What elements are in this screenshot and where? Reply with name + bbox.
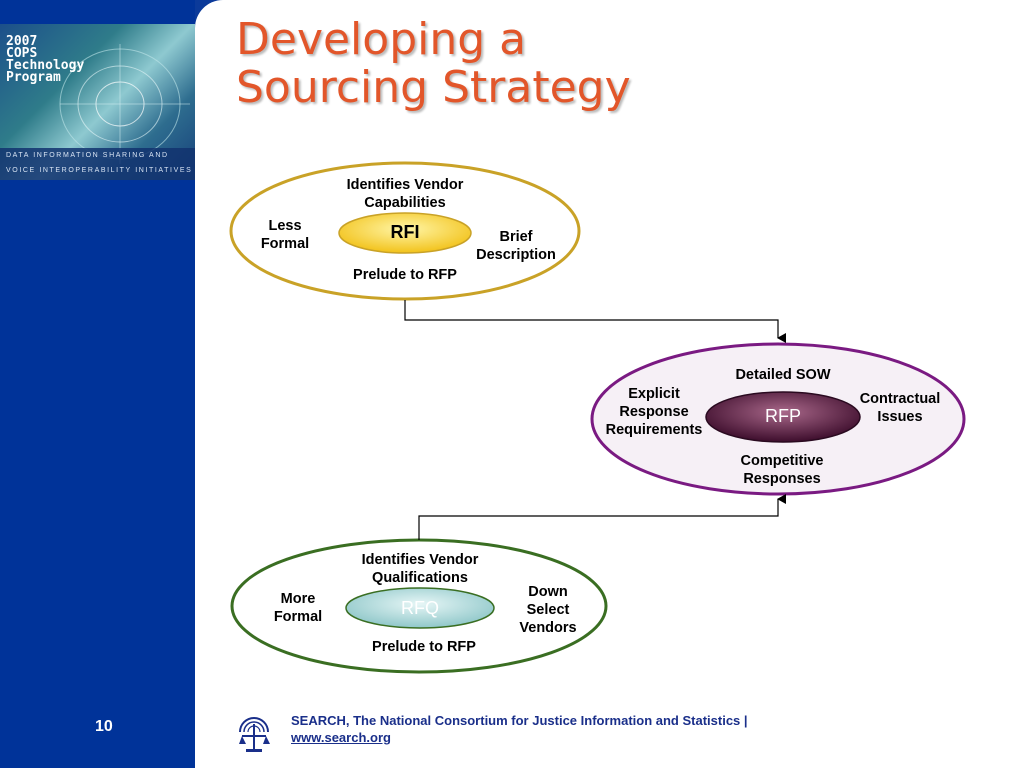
rfp-bottom-line2: Responses <box>743 471 821 487</box>
rfi-top-line1: Identifies Vendor <box>346 177 464 193</box>
search-seal-icon <box>239 717 270 752</box>
rfi-right-line1: Brief <box>499 229 533 245</box>
rfq-top-line2: Qualifications <box>372 570 468 586</box>
rfp-core-label: RFP <box>765 406 801 426</box>
logo-title: 2007 COPS Technology Program <box>6 34 85 85</box>
rfq-top-label: Identifies Vendor Qualifications <box>340 551 500 587</box>
page-number: 10 <box>95 718 113 735</box>
rfi-top-line2: Capabilities <box>364 195 446 211</box>
rfp-right-label: Contractual Issues <box>850 390 950 426</box>
rfq-right-line3: Vendors <box>519 620 577 636</box>
rfq-left-label: More Formal <box>262 590 334 626</box>
footer-org: SEARCH, The National Consortium for Just… <box>291 713 748 728</box>
rfi-right-label: Brief Description <box>466 228 566 264</box>
rfq-top-line1: Identifies Vendor <box>361 552 479 568</box>
sidebar: 2007 COPS Technology Program DATA INFORM… <box>0 0 195 768</box>
rfp-right-line2: Issues <box>877 409 923 425</box>
logo-subtitle-line1: DATA INFORMATION SHARING AND <box>6 152 169 159</box>
rfp-top-label: Detailed SOW <box>735 367 831 383</box>
rfq-right-line1: Down <box>528 584 568 600</box>
footer: SEARCH, The National Consortium for Just… <box>291 712 748 746</box>
rfp-right-line1: Contractual <box>859 391 941 407</box>
rfi-core-label: RFI <box>390 222 420 242</box>
rfp-core-ellipse <box>705 391 861 443</box>
cops-program-logo: 2007 COPS Technology Program DATA INFORM… <box>0 24 195 180</box>
slide-title-line1: Developing a <box>236 14 527 65</box>
rfq-right-label: Down Select Vendors <box>508 583 588 637</box>
rfi-left-label: Less Formal <box>249 217 321 253</box>
rfq-left-line2: Formal <box>273 609 323 625</box>
rfq-core-ellipse <box>345 587 495 629</box>
connector-rfq-to-rfp <box>418 494 786 540</box>
rfi-top-label: Identifies Vendor Capabilities <box>325 176 485 212</box>
footer-url-link[interactable]: www.search.org <box>291 730 391 745</box>
rfq-bottom-label: Prelude to RFP <box>372 639 476 655</box>
rfi-left-line1: Less <box>268 218 302 234</box>
rfp-bottom-line1: Competitive <box>740 453 824 469</box>
rfi-core-ellipse <box>338 212 472 254</box>
slide-title: Developing a Sourcing Strategy <box>236 16 631 112</box>
slide-title-line2: Sourcing Strategy <box>236 62 631 113</box>
logo-subtitle-line2: VOICE INTEROPERABILITY INITIATIVES <box>6 167 193 174</box>
rfp-left-label: Explicit Response Requirements <box>596 385 712 439</box>
rfq-right-line2: Select <box>526 602 570 618</box>
rfi-bottom-label: Prelude to RFP <box>353 267 457 283</box>
logo-graphic-icon <box>0 44 195 180</box>
rfq-left-line1: More <box>280 591 316 607</box>
rfi-right-line2: Description <box>476 247 556 263</box>
rfq-core-label: RFQ <box>401 598 439 618</box>
rfp-left-line2: Response <box>619 404 689 420</box>
rfp-left-line1: Explicit <box>628 386 680 402</box>
rfp-bottom-label: Competitive Responses <box>712 452 852 488</box>
rfp-left-line3: Requirements <box>605 422 703 438</box>
rfi-left-line2: Formal <box>260 236 310 252</box>
connector-rfi-to-rfp <box>404 300 786 343</box>
